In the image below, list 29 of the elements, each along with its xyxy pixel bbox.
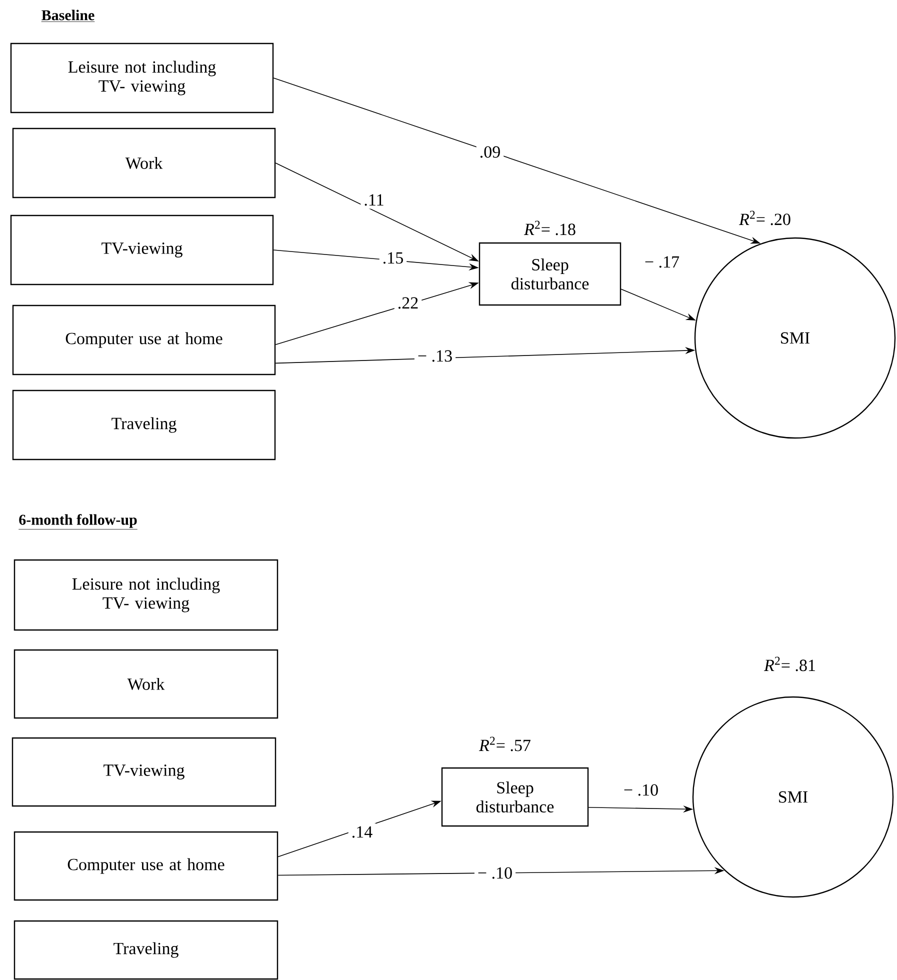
edge-label: − .10 (474, 864, 516, 882)
variable-box: Work (14, 649, 278, 719)
variable-box: Work (12, 128, 276, 198)
circle-node: SMI (692, 696, 894, 898)
variable-box: Traveling (14, 920, 278, 980)
edge-label: .22 (394, 294, 422, 312)
variable-box: Sleep disturbance (478, 242, 622, 306)
panel-heading: 6-month follow-up (18, 514, 138, 530)
variable-box: Leisure not including TV- viewing (14, 559, 278, 631)
r-squared-label: R$^{2}$= .81 (764, 656, 815, 672)
variable-box: TV-viewing (12, 737, 276, 807)
edge-label: − .13 (414, 347, 456, 365)
edge-label: − .10 (620, 781, 662, 799)
edge-label: .09 (476, 143, 504, 161)
edge-label: .14 (348, 823, 376, 841)
circle-node: SMI (694, 237, 896, 439)
r-squared-label: R$^{2}$= .57 (478, 736, 530, 752)
edge-label: .11 (360, 191, 388, 209)
edge-label: .15 (379, 249, 407, 267)
edge-label: − .17 (641, 253, 683, 271)
variable-box: Traveling (12, 390, 276, 460)
variable-box: Computer use at home (12, 304, 276, 376)
r-squared-label: R$^{2}$= .20 (738, 210, 790, 226)
variable-box: Sleep disturbance (441, 767, 589, 827)
variable-box: TV-viewing (10, 214, 274, 286)
panel-heading: Baseline (41, 10, 95, 22)
r-squared-label: R$^{2}$= .18 (524, 220, 576, 236)
variable-box: Leisure not including TV- viewing (10, 42, 274, 114)
variable-box: Computer use at home (14, 831, 278, 901)
